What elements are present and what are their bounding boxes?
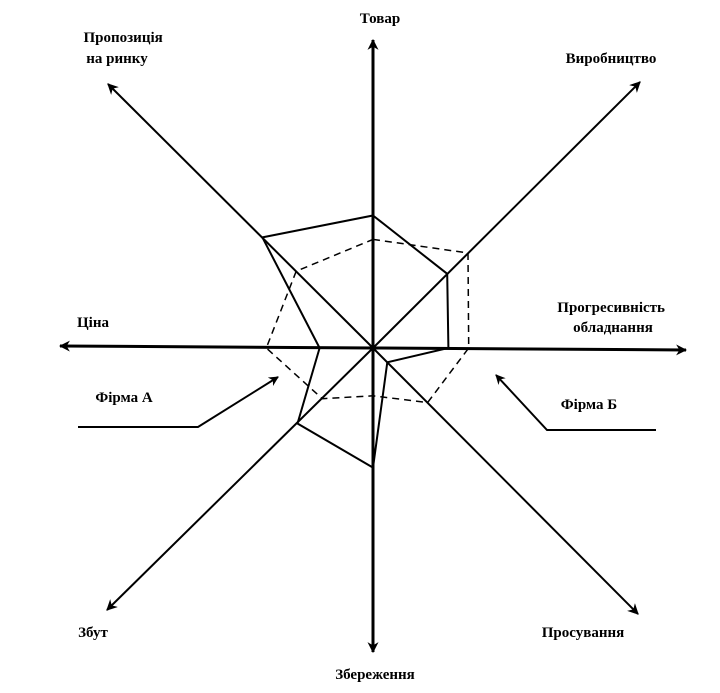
axis-label-prosuvannia: Просування — [542, 625, 624, 641]
legend-leader-firm-a — [78, 376, 279, 428]
legend-label-firm-a: Фірма А — [95, 390, 153, 406]
axis-zbut — [106, 347, 374, 611]
series-group — [260, 214, 470, 470]
axis-prosuvannia — [372, 347, 639, 615]
series-firm-a-polygon — [260, 214, 450, 470]
axis-label-propozytsiia: Пропозиція на ринку — [84, 30, 167, 67]
axis-tsina — [58, 340, 374, 352]
axis-vyrobnytstvo — [372, 81, 641, 349]
series-firm-b-polygon — [265, 238, 470, 404]
legend-label-firm-b: Фірма Б — [561, 397, 618, 413]
axis-progresyvnist — [372, 344, 688, 356]
axes-group — [58, 38, 688, 654]
axis-label-vyrobnytstvo: Виробництво — [566, 51, 657, 67]
legend-leader-firm-b — [495, 374, 656, 431]
axis-label-tovar: Товар — [360, 11, 400, 27]
axis-label-tsina: Ціна — [77, 315, 109, 331]
axis-label-progresyvnist: Прогресивність обладнання — [557, 300, 668, 336]
axis-label-zbut: Збут — [78, 625, 108, 641]
axis-propozytsiia — [107, 83, 374, 349]
axis-label-zberezhennia: Збереження — [335, 667, 415, 683]
